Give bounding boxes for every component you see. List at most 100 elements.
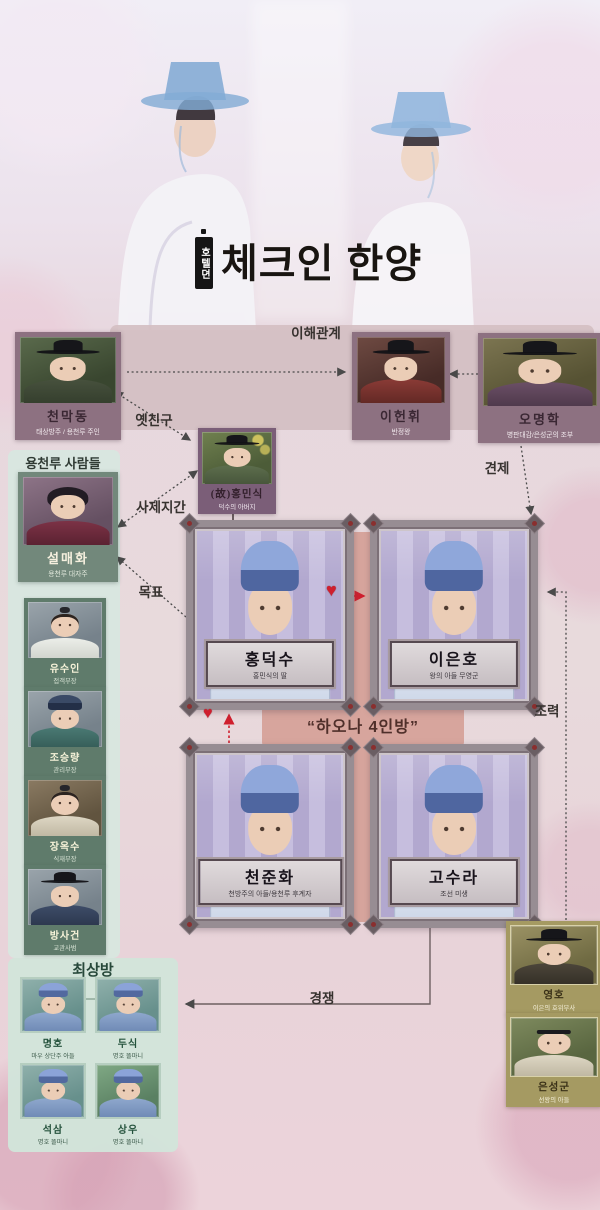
character-name: 영호 bbox=[543, 990, 565, 1001]
portrait-dusik bbox=[95, 977, 161, 1033]
character-name: 천준화 bbox=[244, 870, 296, 887]
character-name: 상우 bbox=[117, 1125, 139, 1136]
robe bbox=[30, 904, 100, 925]
face bbox=[50, 614, 80, 637]
card-lee-heonhwi: 이헌휘 반정왕 bbox=[352, 332, 450, 440]
character-name: 유수인 bbox=[49, 664, 81, 675]
card-yeongho: 영호 이은의 호위무사 bbox=[506, 921, 600, 1015]
card-jang-oksu: 장옥수 식재부장 bbox=[24, 776, 106, 866]
frame-hong-deoksu: 홍덕수 홍민식의 딸 bbox=[180, 514, 360, 716]
blue-cap-icon bbox=[240, 541, 300, 592]
face bbox=[41, 1081, 65, 1101]
frame-go-sura: 고수라 조선 미생 bbox=[364, 738, 544, 934]
nameplate: 이은호 왕의 아들 무영군 bbox=[389, 641, 519, 687]
gat-hat-icon bbox=[214, 434, 260, 446]
robe bbox=[26, 520, 110, 545]
heading-choesangbang: 최상방 bbox=[72, 962, 114, 979]
character-name: 홍덕수 bbox=[244, 652, 296, 669]
label-compete: 경쟁 bbox=[309, 991, 335, 1006]
robe bbox=[514, 1055, 594, 1076]
nameplate: 천준화 천방주의 아들/용천루 후계자 bbox=[198, 859, 342, 905]
character-name: 조승량 bbox=[49, 753, 81, 764]
face bbox=[384, 357, 418, 382]
portrait-eunseong-gun bbox=[510, 1017, 598, 1077]
robe bbox=[514, 963, 594, 984]
face bbox=[432, 583, 476, 636]
card-myeongho: 명호 마우 상단주 아들 bbox=[20, 977, 86, 1060]
character-role: 천방주의 아들/용천루 후계자 bbox=[228, 891, 312, 898]
character-role: 명호 똘마니 bbox=[112, 1053, 144, 1060]
face bbox=[248, 805, 292, 856]
black-hat-icon bbox=[526, 928, 582, 941]
face bbox=[50, 792, 80, 815]
face bbox=[518, 359, 562, 384]
gat-hat-icon bbox=[502, 341, 578, 355]
blue-cap-icon bbox=[113, 982, 143, 997]
character-role: 명호 똘마니 bbox=[37, 1139, 69, 1146]
face bbox=[41, 995, 65, 1015]
label-teacher-student: 사제지간 bbox=[136, 500, 186, 515]
portrait-yu-suin bbox=[28, 602, 102, 658]
robe bbox=[30, 637, 100, 658]
frame-cheon-junhwa: 천준화 천방주의 아들/용천루 후계자 bbox=[180, 738, 360, 934]
character-name: 오명학 bbox=[519, 412, 561, 427]
label-interest: 이해관계 bbox=[291, 326, 341, 341]
label-haona-quad: “하오나 4인방” bbox=[307, 719, 419, 736]
character-role: 이은의 호위무사 bbox=[532, 1005, 576, 1012]
character-name: 방사건 bbox=[49, 931, 81, 942]
portrait-cheon-makdong bbox=[20, 337, 116, 403]
character-name: 은성군 bbox=[538, 1082, 570, 1093]
card-bang-sageon: 방사건 교관사범 bbox=[24, 865, 106, 955]
portrait-seol-maehwa bbox=[23, 477, 113, 545]
character-role: 조선 미생 bbox=[440, 891, 468, 898]
card-seol-maehwa: 설매화 용천루 대자주 bbox=[18, 472, 118, 582]
face bbox=[432, 805, 476, 856]
character-role: 태상방주 / 용천루 주인 bbox=[36, 429, 100, 436]
gat-hat-icon bbox=[372, 340, 431, 355]
portrait-yeongho bbox=[510, 925, 598, 985]
card-yu-suin: 유수인 접객부장 bbox=[24, 598, 106, 688]
card-eunseong-gun: 은성군 선왕의 아들 bbox=[506, 1013, 600, 1107]
face bbox=[248, 583, 292, 636]
portrait-jo-seungryang bbox=[28, 691, 102, 747]
card-seoksam: 석삼 명호 똘마니 bbox=[20, 1063, 86, 1146]
character-role: 마우 상단주 아들 bbox=[31, 1053, 75, 1060]
character-name: 고수라 bbox=[428, 870, 480, 887]
character-name: 천막동 bbox=[47, 409, 89, 424]
face bbox=[50, 886, 80, 907]
nameplate: 홍덕수 홍민식의 딸 bbox=[205, 641, 335, 687]
headband-icon bbox=[536, 1029, 572, 1035]
face bbox=[49, 357, 87, 382]
character-role: 반정왕 bbox=[391, 429, 411, 436]
robe bbox=[30, 815, 100, 836]
face bbox=[50, 708, 80, 730]
character-name: (故)홍민식 bbox=[210, 489, 264, 500]
robe bbox=[24, 1012, 82, 1031]
portrait-hong-minsik bbox=[202, 432, 272, 484]
robe bbox=[30, 726, 100, 747]
robe bbox=[24, 1098, 82, 1117]
topknot bbox=[59, 785, 71, 791]
face bbox=[50, 494, 86, 520]
robe bbox=[360, 379, 442, 403]
face bbox=[223, 448, 251, 467]
character-role: 왕의 아들 무영군 bbox=[429, 673, 479, 680]
portrait-oh-myeonghak bbox=[483, 338, 597, 406]
face bbox=[537, 943, 571, 965]
character-role: 병판대감/은성군의 조부 bbox=[506, 432, 574, 439]
heart-icon: ♥ bbox=[203, 705, 213, 722]
portrait-lee-heonhwi bbox=[357, 337, 445, 403]
character-role: 관리부장 bbox=[53, 767, 77, 774]
character-name: 설매화 bbox=[47, 551, 89, 566]
portrait-myeongho bbox=[20, 977, 86, 1033]
portrait-sangu bbox=[95, 1063, 161, 1119]
portrait-jang-oksu bbox=[28, 780, 102, 836]
label-keep-in-check: 견제 bbox=[484, 461, 510, 476]
character-role: 선왕의 아들 bbox=[538, 1097, 570, 1104]
label-assist: 조력 bbox=[534, 704, 560, 719]
face bbox=[537, 1033, 571, 1054]
logo-vertical-badge: 호텔뎐 bbox=[195, 237, 213, 289]
heart-icon: ♥ bbox=[326, 580, 337, 600]
label-goal: 목표 bbox=[138, 585, 164, 600]
hero-couple-illustration bbox=[118, 62, 474, 330]
